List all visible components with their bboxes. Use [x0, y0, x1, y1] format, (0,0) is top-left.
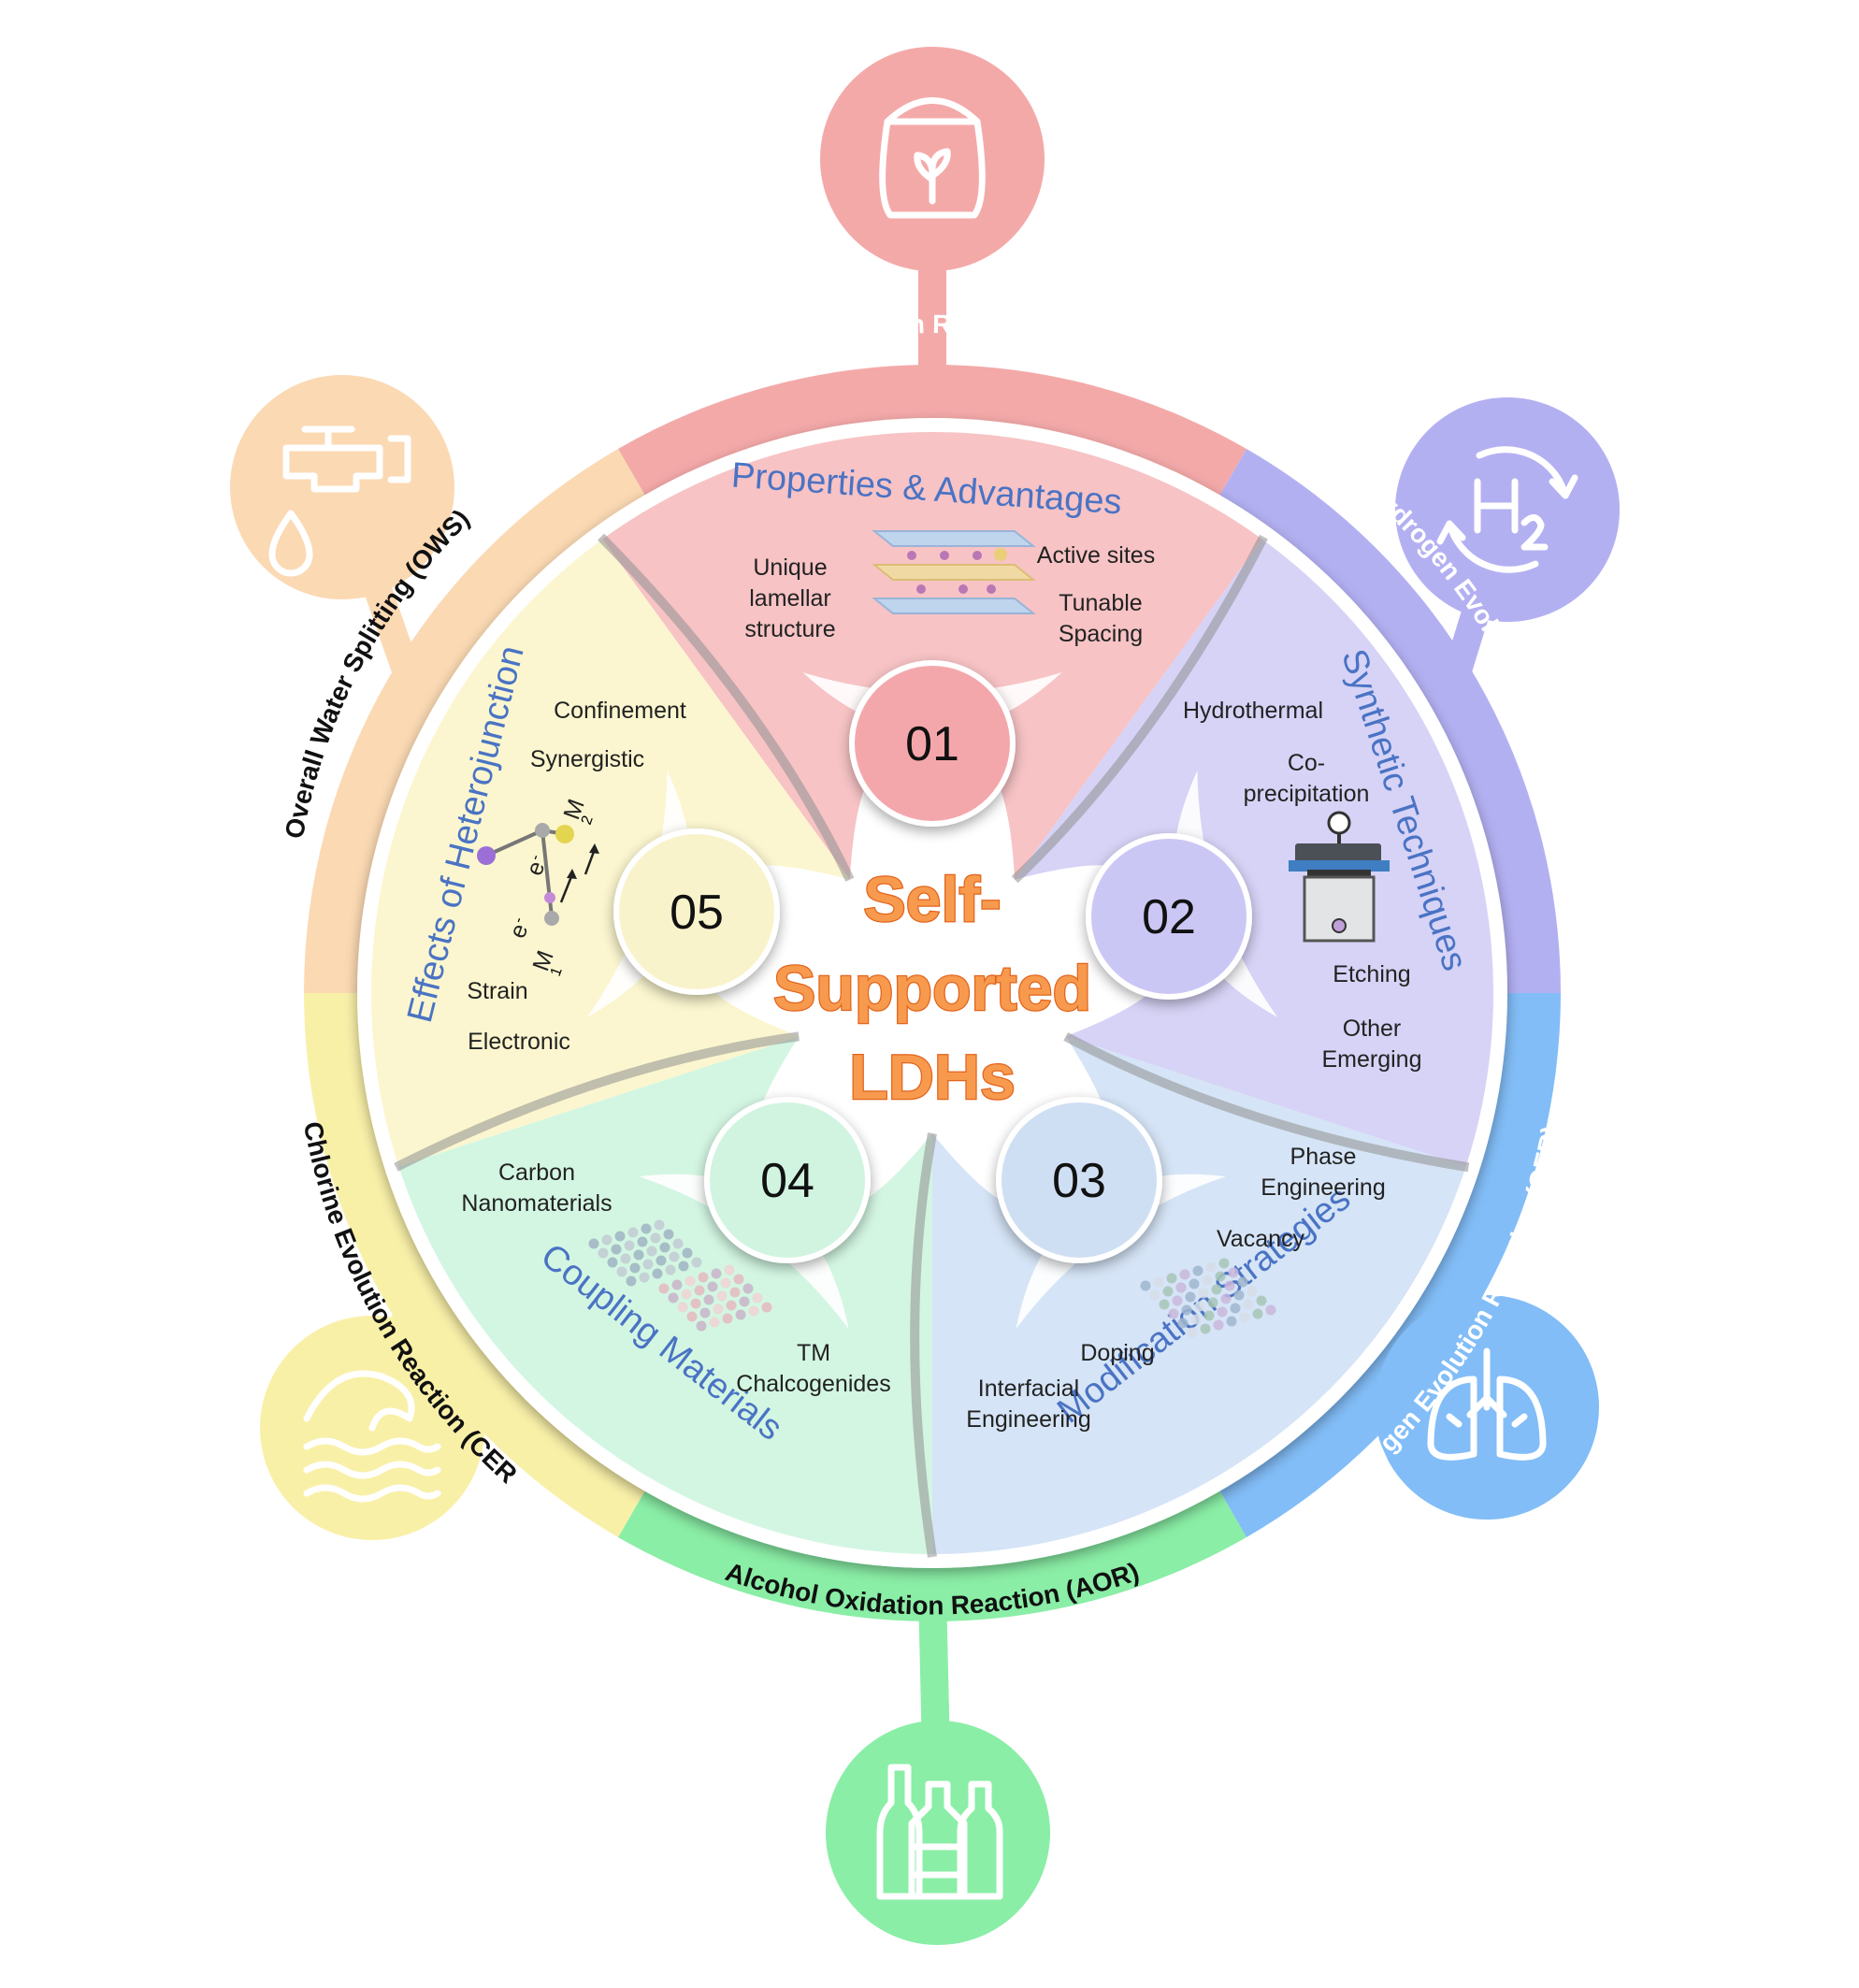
sector-04-items: Carbon Nanomaterials TM Chalcogenides	[461, 1160, 890, 1397]
bottles-icon	[876, 1764, 1003, 1900]
bottles-circle	[826, 1721, 1050, 1945]
ring-segment-1	[1218, 449, 1561, 994]
item-structure: structure	[744, 616, 835, 642]
item-synergistic: Synergistic	[530, 746, 644, 772]
heterostructure-lattice-illustration	[588, 1219, 772, 1332]
sector-02-highlight	[1173, 771, 1278, 1017]
item-interfacial: Interfacial	[978, 1376, 1079, 1402]
outer-ring	[303, 364, 1561, 1621]
badge-05	[613, 828, 780, 995]
sea-wave-icon	[303, 1370, 441, 1503]
label-e1-sup: -	[511, 915, 527, 926]
badge-number-02: 02	[1142, 890, 1196, 944]
water-tap-icon	[268, 425, 411, 577]
item-doping: Doping	[1080, 1340, 1154, 1366]
item-active-sites: Active sites	[1037, 542, 1155, 569]
sector-05	[371, 539, 850, 1167]
item-phase-engineering: Engineering	[1261, 1174, 1385, 1201]
badge-number-03: 03	[1052, 1154, 1106, 1208]
center-title: Self- Supported LDHs	[772, 863, 1092, 1115]
badge-01	[849, 660, 1016, 827]
item-spacing: Spacing	[1059, 621, 1143, 647]
item-chalcogenides: Chalcogenides	[736, 1371, 890, 1397]
item-co: Co-	[1288, 750, 1325, 776]
sector-dividers	[394, 533, 1470, 1558]
badge-03	[996, 1097, 1162, 1263]
ring-segment-2	[1218, 993, 1561, 1537]
sector-divider-0	[1011, 534, 1268, 884]
item-phase: Phase	[1290, 1144, 1357, 1170]
center-title-line-1: Self-	[863, 864, 1001, 935]
center-title-line-2: Supported	[773, 953, 1091, 1024]
sector-divider-1	[1063, 1031, 1470, 1173]
ring-segment-0	[618, 364, 1247, 497]
item-other: Other	[1343, 1016, 1402, 1042]
item-electronic: Electronic	[468, 1029, 570, 1055]
vacancy-lattice-illustration	[1140, 1258, 1276, 1338]
ring-segment-4	[303, 993, 646, 1537]
sector-02	[1015, 539, 1493, 1167]
item-interfacial-engineering: Engineering	[966, 1406, 1090, 1433]
ldh-layers-illustration	[872, 530, 1036, 614]
badge-number-01: 01	[905, 717, 959, 771]
item-precipitation: precipitation	[1244, 781, 1370, 807]
sector-05-highlight	[586, 771, 692, 1017]
item-emerging: Emerging	[1322, 1046, 1422, 1073]
sector-02-items: Hydrothermal Co- precipitation Etching O…	[1183, 698, 1422, 1073]
item-nanomaterials: Nanomaterials	[461, 1190, 612, 1217]
sector-divider-4	[598, 533, 855, 882]
sector-petals	[371, 432, 1493, 1555]
badge-02	[1086, 833, 1252, 1000]
center-title-line-3: LDHs	[849, 1042, 1016, 1113]
ring-segment-5	[304, 449, 646, 994]
autoclave-illustration	[1289, 811, 1390, 943]
item-hydrothermal: Hydrothermal	[1183, 698, 1323, 724]
sector-05-items: Confinement Synergistic Strain Electroni…	[467, 698, 686, 1055]
number-badges: 01 02 03 04 05	[613, 660, 1252, 1263]
item-strain: Strain	[467, 978, 527, 1004]
item-tunable: Tunable	[1059, 590, 1142, 616]
item-confinement: Confinement	[554, 698, 686, 724]
badge-04	[704, 1097, 871, 1263]
item-lamellar: lamellar	[749, 585, 831, 612]
lungs-icon	[1427, 1347, 1547, 1461]
sector-01-items: Unique lamellar structure Active sites T…	[744, 542, 1155, 647]
item-tm: TM	[797, 1340, 830, 1366]
application-icons	[230, 47, 1620, 1945]
sector-03-items: Phase Engineering Vacancy Doping Interfa…	[966, 1144, 1385, 1433]
sector-01	[602, 432, 1262, 880]
label-e2-sup: -	[527, 853, 544, 863]
sector-divider-2	[910, 1132, 937, 1558]
hydrogen-cycle-circle	[1395, 397, 1620, 622]
item-etching: Etching	[1333, 961, 1410, 987]
item-carbon: Carbon	[498, 1160, 575, 1186]
ring-segment-3	[618, 1489, 1247, 1621]
fertilizer-bag-icon	[879, 97, 986, 219]
badge-number-04: 04	[760, 1154, 814, 1208]
hydrogen-cycle-icon	[1436, 446, 1578, 573]
badge-number-05: 05	[670, 886, 724, 940]
item-vacancy: Vacancy	[1217, 1226, 1305, 1252]
sector-divider-3	[394, 1031, 800, 1172]
item-unique: Unique	[753, 555, 827, 581]
